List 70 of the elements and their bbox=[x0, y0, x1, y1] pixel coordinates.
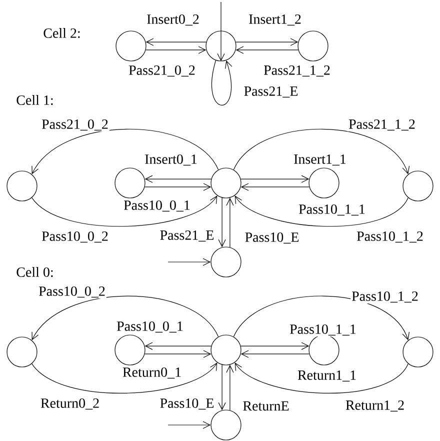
arrow bbox=[144, 342, 212, 350]
edge-label: Pass10_1_1 bbox=[298, 203, 366, 217]
arrow bbox=[218, 364, 226, 410]
arrow bbox=[144, 183, 212, 191]
state-circle bbox=[6, 170, 38, 202]
edge-label: Return1_2 bbox=[344, 399, 406, 413]
edge-label: Return0_1 bbox=[121, 366, 183, 380]
edge-label: Return1_1 bbox=[296, 369, 358, 383]
state-circle bbox=[114, 168, 146, 198]
arrow bbox=[218, 197, 226, 248]
arrow bbox=[233, 128, 410, 174]
edge-label: Insert1_2 bbox=[248, 13, 302, 27]
edge-label: Pass10_E bbox=[244, 231, 300, 245]
edge-label: Pass21_0_2 bbox=[40, 118, 110, 132]
edge-label: Pass10_0_1 bbox=[116, 320, 184, 334]
arrow bbox=[233, 296, 410, 340]
edge-label: Insert0_1 bbox=[144, 153, 198, 167]
state-circle bbox=[206, 30, 236, 62]
state-circle bbox=[210, 410, 242, 440]
edge-label: Pass10_1_2 bbox=[350, 290, 420, 304]
arrow bbox=[226, 198, 234, 248]
edge-label: Pass10_0_2 bbox=[38, 285, 106, 299]
state-circle bbox=[210, 246, 242, 278]
cell-label: Cell 0: bbox=[16, 267, 53, 277]
state-circle bbox=[116, 30, 146, 62]
edge-label: Pass21_E bbox=[158, 229, 216, 243]
edge-label: Return0_2 bbox=[39, 397, 101, 411]
arrow bbox=[235, 38, 298, 46]
arrow bbox=[145, 46, 206, 54]
edge-label: Pass10_1_1 bbox=[288, 323, 358, 337]
edge-label: Pass10_1_2 bbox=[356, 230, 424, 244]
edge-label: Insert0_2 bbox=[146, 13, 200, 27]
edge-label: Pass21_1_2 bbox=[262, 64, 332, 78]
arrow bbox=[217, 2, 225, 62]
arrow bbox=[240, 175, 310, 183]
arrow bbox=[168, 421, 211, 429]
edge-label: Pass21_1_2 bbox=[348, 118, 416, 132]
arrow bbox=[211, 60, 232, 106]
edge-label: Pass21_E bbox=[242, 85, 300, 99]
cell-label: Cell 2: bbox=[44, 28, 80, 38]
state-circle bbox=[210, 334, 242, 366]
state-circle bbox=[6, 336, 38, 368]
arrow bbox=[240, 342, 310, 350]
edge-label: Insert1_1 bbox=[292, 153, 348, 167]
edge-label: ReturnE bbox=[242, 400, 290, 412]
edge-label: Pass21_0_2 bbox=[128, 64, 196, 78]
state-circle bbox=[114, 334, 146, 366]
edge-label: Pass10_0_2 bbox=[40, 230, 110, 244]
state-circle bbox=[402, 170, 434, 202]
arrow bbox=[240, 350, 310, 358]
state-circle bbox=[308, 168, 340, 198]
arrow bbox=[32, 362, 218, 394]
arrow bbox=[234, 362, 408, 394]
cell-label: Cell 1: bbox=[16, 95, 53, 105]
arrow bbox=[240, 183, 310, 191]
edge-label: Pass10_E bbox=[158, 397, 216, 411]
edge-label: Pass10_0_1 bbox=[122, 199, 192, 213]
arrow bbox=[234, 196, 408, 227]
arrow bbox=[236, 46, 299, 54]
arrow bbox=[144, 175, 212, 183]
arrow bbox=[32, 196, 218, 227]
arrow bbox=[32, 128, 219, 174]
arrow bbox=[226, 364, 234, 411]
state-circle bbox=[210, 168, 242, 198]
arrow bbox=[144, 350, 212, 358]
arrow bbox=[146, 38, 207, 46]
state-circle bbox=[402, 336, 434, 368]
arrow bbox=[32, 296, 219, 340]
state-circle bbox=[298, 30, 328, 62]
arrow bbox=[168, 258, 211, 266]
